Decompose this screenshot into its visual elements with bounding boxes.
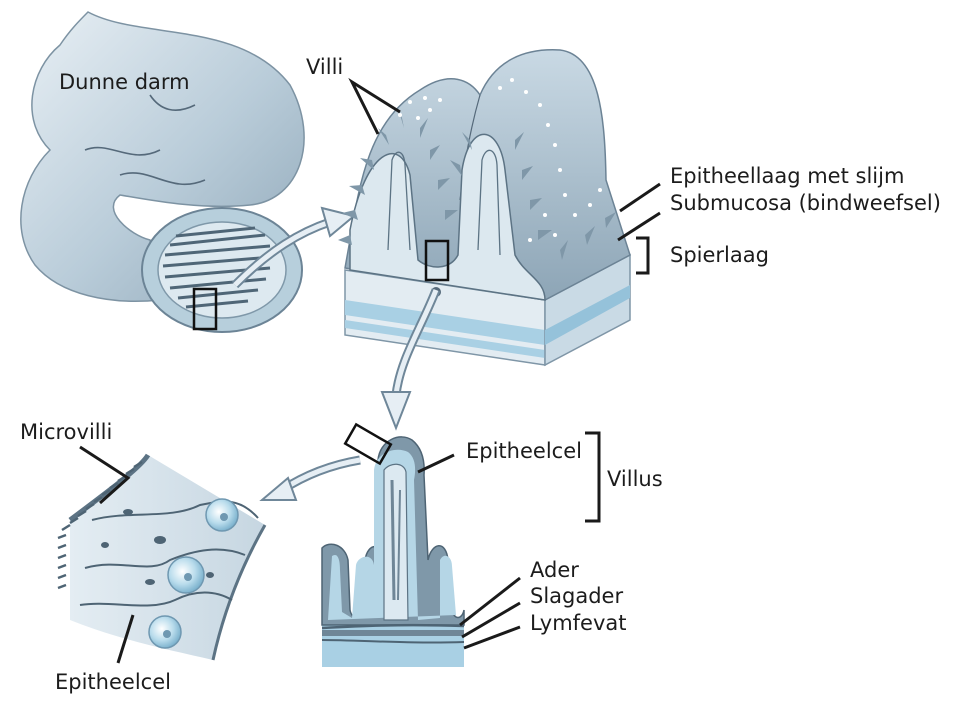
small-intestine-illustration bbox=[20, 11, 305, 333]
label-microvilli: Microvilli bbox=[20, 420, 112, 444]
label-epitheelcel-bottom: Epitheelcel bbox=[55, 670, 171, 694]
villi-spikes bbox=[338, 108, 616, 260]
zoom-box-epithelium bbox=[343, 422, 393, 466]
zoom-box-intestine bbox=[192, 287, 218, 331]
intestine-crease bbox=[84, 146, 161, 156]
label-spierlaag: Spierlaag bbox=[670, 243, 769, 267]
zoom-arrow-2 bbox=[380, 288, 441, 431]
leader-lines bbox=[79, 77, 661, 664]
label-villi: Villi bbox=[306, 55, 343, 79]
apical-membrane bbox=[68, 453, 151, 523]
leader-microvilli bbox=[79, 445, 131, 505]
label-epitheelcel-villus: Epitheelcel bbox=[466, 439, 582, 463]
intestine-folds bbox=[162, 226, 273, 309]
label-slagader: Slagader bbox=[530, 584, 623, 608]
label-submucosa: Submucosa (bindweefsel) bbox=[670, 191, 941, 215]
leader-epitheelcel-bottom bbox=[116, 614, 135, 664]
intestine-crease bbox=[119, 172, 206, 186]
leader-villi bbox=[348, 77, 401, 135]
label-lymfevat: Lymfevat bbox=[530, 611, 627, 635]
label-dunne-darm: Dunne darm bbox=[59, 70, 190, 94]
villi-block-illustration bbox=[338, 49, 631, 367]
leader-ader bbox=[459, 576, 521, 627]
zoom-arrow-3 bbox=[259, 455, 361, 501]
cell-membranes bbox=[79, 500, 259, 607]
intestine-loop bbox=[20, 11, 305, 302]
zoom-arrow-1 bbox=[231, 206, 357, 289]
intestine-crease bbox=[149, 94, 196, 111]
cell-organelles bbox=[101, 509, 214, 585]
villi-dots bbox=[398, 78, 602, 242]
microvilli-brush bbox=[57, 460, 143, 590]
leader-submucosa bbox=[617, 211, 661, 242]
leader-lymfevat bbox=[463, 625, 521, 650]
bracket-spierlaag bbox=[636, 236, 650, 275]
leader-epitheelcel-villus bbox=[417, 453, 455, 474]
leader-slagader bbox=[461, 601, 521, 639]
leader-epitheellaag bbox=[619, 182, 661, 213]
label-villus: Villus bbox=[607, 467, 663, 491]
bracket-villus bbox=[585, 431, 601, 523]
label-ader: Ader bbox=[530, 558, 579, 582]
label-epitheellaag: Epitheellaag met slijm bbox=[670, 164, 904, 188]
zoom-box-villus bbox=[424, 239, 450, 282]
villus-cross-section bbox=[321, 422, 465, 667]
epithelial-cells-illustration bbox=[57, 453, 267, 661]
